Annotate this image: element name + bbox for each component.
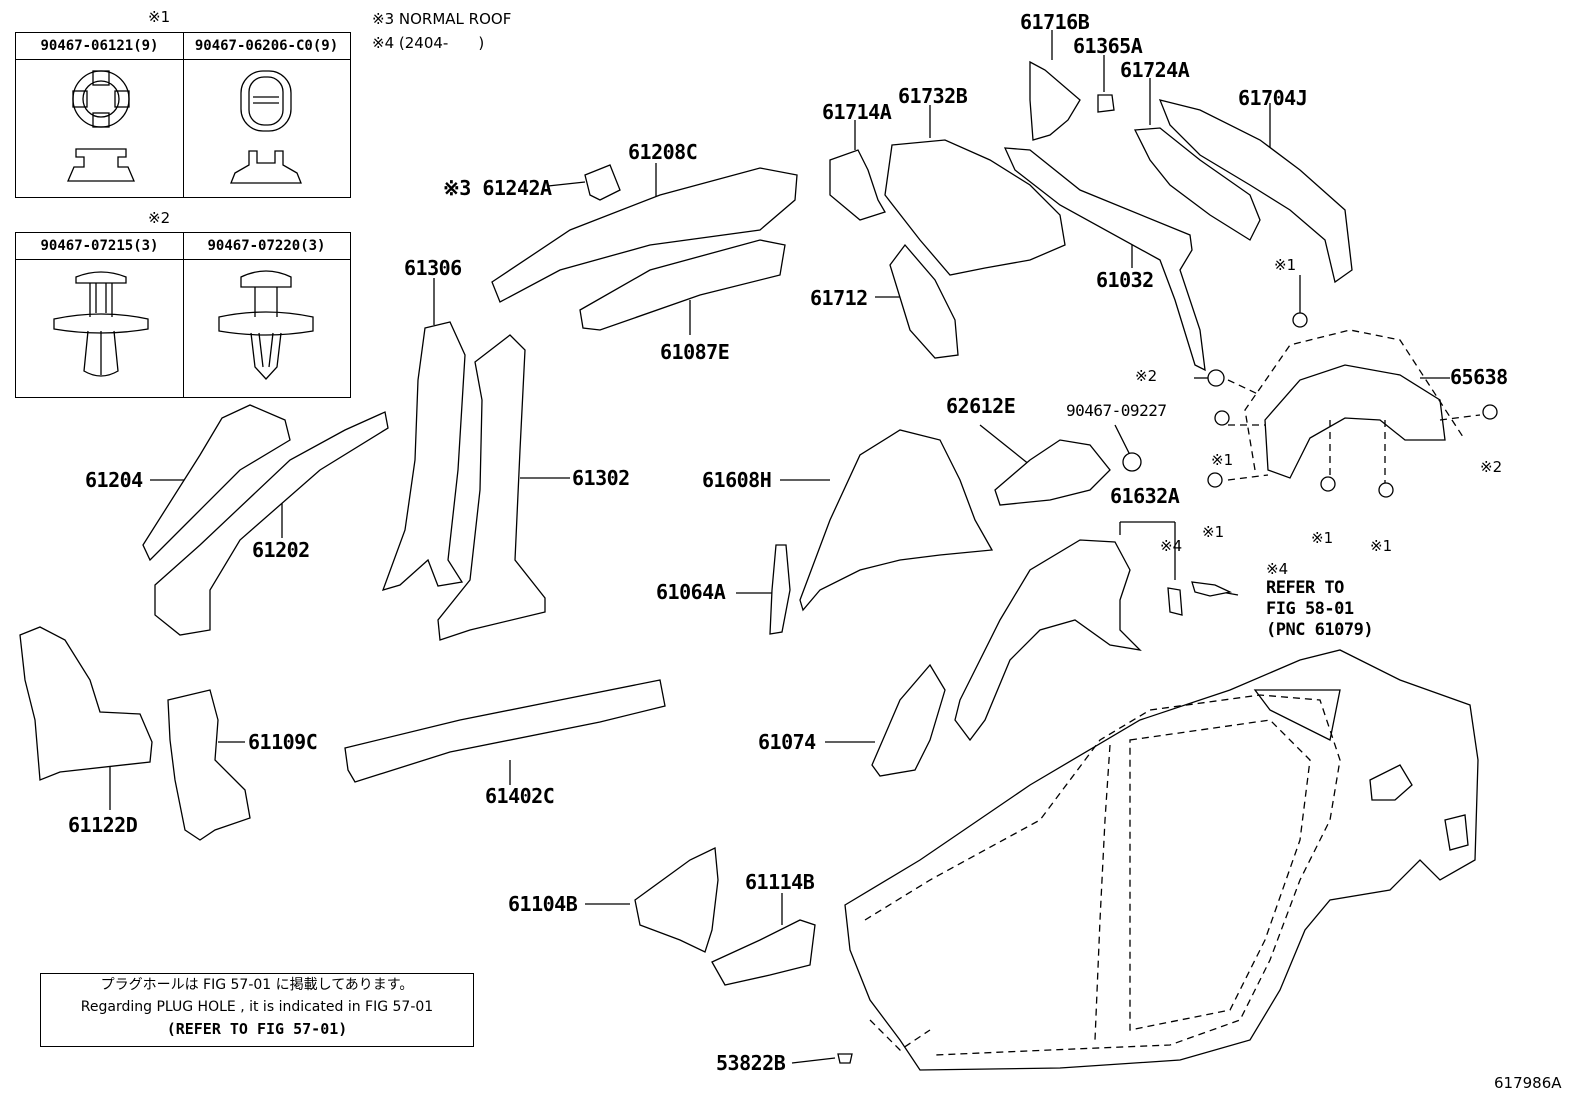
clip-icon[interactable] <box>1320 476 1336 492</box>
part-61724A[interactable] <box>1133 127 1261 241</box>
part-label[interactable]: 61714A <box>822 100 892 124</box>
clip-part-number[interactable]: 90467-07215(3) <box>40 238 159 254</box>
part-61608H[interactable] <box>799 429 994 612</box>
part-label[interactable]: 61202 <box>252 538 310 562</box>
clip-icon[interactable] <box>1292 312 1308 328</box>
part-label[interactable]: 61087E <box>660 340 730 364</box>
refer-note-line[interactable]: REFER TO <box>1266 578 1344 598</box>
clip-table-2: 90467-07215(3) 90467-07220(3) <box>15 232 351 398</box>
part-61064A[interactable] <box>769 544 791 635</box>
part-label[interactable]: 61109C <box>248 730 318 754</box>
clip-icon[interactable] <box>1214 410 1230 426</box>
part-label[interactable]: 61114B <box>745 870 815 894</box>
part-label[interactable]: 61704J <box>1238 86 1308 110</box>
part-61714A[interactable] <box>829 149 886 221</box>
part-label[interactable]: 61306 <box>404 256 462 280</box>
part-label[interactable]: 61204 <box>85 468 143 492</box>
refer-note-mark: ※4 <box>1266 560 1289 578</box>
clip-icon[interactable] <box>1482 404 1498 420</box>
part-label[interactable]: 61104B <box>508 892 578 916</box>
part-61704J[interactable] <box>1158 99 1353 284</box>
clip-icon[interactable] <box>1378 482 1394 498</box>
part-61365A[interactable] <box>1097 94 1115 113</box>
part-label[interactable]: 53822B <box>716 1051 786 1075</box>
clip-part-number[interactable]: 90467-07220(3) <box>207 238 326 254</box>
clip-mark: ※2 <box>1480 458 1503 476</box>
part-small-bracket[interactable] <box>1167 587 1183 616</box>
part-90467-09227[interactable] <box>1122 452 1142 472</box>
part-61122D[interactable] <box>19 626 153 781</box>
part-label[interactable]: 61402C <box>485 784 555 808</box>
clip-06121-drawing <box>67 70 135 182</box>
refer-note-line[interactable]: (PNC 61079) <box>1266 620 1374 640</box>
clip-group-mark-2: ※2 <box>148 209 171 227</box>
part-61208C[interactable] <box>491 167 798 303</box>
part-label[interactable]: 61732B <box>898 84 968 108</box>
part-61712[interactable] <box>889 243 959 359</box>
part-label[interactable]: 61032 <box>1096 268 1154 292</box>
clip-mark: ※1 <box>1274 256 1297 274</box>
part-61402C[interactable] <box>344 679 666 783</box>
part-61104B[interactable] <box>634 847 719 953</box>
clip-mark: ※1 <box>1311 529 1334 547</box>
refer-note-line[interactable]: FIG 58-01 <box>1266 599 1354 619</box>
leader-lines <box>109 30 1450 1064</box>
plug-hole-note-jp: プラグホールは FIG 57-01 に掲載してあります。 <box>100 977 414 993</box>
part-61114B[interactable] <box>711 919 816 986</box>
part-label[interactable]: 65638 <box>1450 365 1508 389</box>
part-label[interactable]: 90467-09227 <box>1066 401 1167 420</box>
clip-mark: ※2 <box>1135 367 1158 385</box>
part-61087E[interactable] <box>579 239 786 331</box>
part-label[interactable]: 61365A <box>1073 34 1143 58</box>
part-61079-ref[interactable] <box>1191 581 1233 597</box>
part-label[interactable]: 61712 <box>810 286 868 310</box>
part-label[interactable]: 61208C <box>628 140 698 164</box>
part-65638[interactable] <box>1264 364 1446 479</box>
part-61109C[interactable] <box>167 689 251 841</box>
clip-mark: ※1 <box>1370 537 1393 555</box>
part-label[interactable]: 61122D <box>68 813 138 837</box>
part-label[interactable]: 62612E <box>946 394 1016 418</box>
part-61242A[interactable] <box>584 164 621 201</box>
clip-mark: ※4 <box>1160 537 1183 555</box>
part-61074[interactable] <box>871 663 946 777</box>
part-label[interactable]: 61074 <box>758 730 816 754</box>
part-61202[interactable] <box>154 411 389 636</box>
plug-hole-note-box: プラグホールは FIG 57-01 に掲載してあります。 Regarding P… <box>40 973 474 1047</box>
part-61204[interactable] <box>142 404 291 562</box>
part-61302[interactable] <box>437 334 546 641</box>
clip-07215-drawing <box>53 271 149 377</box>
part-label[interactable]: 61608H <box>702 468 772 492</box>
part-label[interactable]: 61716B <box>1020 10 1090 34</box>
part-61306[interactable] <box>381 321 466 591</box>
clip-part-number[interactable]: 90467-06206-C0(9) <box>194 38 339 54</box>
part-61732B[interactable] <box>884 139 1066 276</box>
clip-table-1: 90467-06121(9) 90467-06206-C0(9) <box>15 32 351 198</box>
part-61032[interactable] <box>1003 147 1206 372</box>
part-label[interactable]: 61632A <box>1110 484 1180 508</box>
clip-part-number[interactable]: 90467-06121(9) <box>40 38 159 54</box>
part-61716B[interactable] <box>1029 60 1081 141</box>
note-normal-roof: ※3 NORMAL ROOF <box>372 10 512 28</box>
part-61632A[interactable] <box>954 539 1142 742</box>
clip-icon[interactable] <box>1207 472 1223 488</box>
figure-id: 617986A <box>1494 1074 1562 1092</box>
part-label[interactable]: ※3 61242A <box>443 176 552 200</box>
part-label[interactable]: 61064A <box>656 580 726 604</box>
part-62612E[interactable] <box>994 439 1111 506</box>
part-53822B[interactable] <box>837 1053 853 1064</box>
clip-06206-drawing <box>230 70 302 184</box>
clip-mark: ※1 <box>1211 451 1234 469</box>
body-side-outer-panel[interactable] <box>844 649 1479 1071</box>
clip-icon[interactable] <box>1207 369 1225 387</box>
clip-07220-drawing <box>218 270 314 380</box>
part-label[interactable]: 61724A <box>1120 58 1190 82</box>
note-date-range: ※4 (2404- ) <box>372 34 485 52</box>
clip-group-mark-1: ※1 <box>148 8 171 26</box>
part-label[interactable]: 61302 <box>572 466 630 490</box>
clip-mark: ※1 <box>1202 523 1225 541</box>
plug-hole-note-en: Regarding PLUG HOLE , it is indicated in… <box>80 999 434 1015</box>
plug-hole-refer-link[interactable]: (REFER TO FIG 57-01) <box>166 1020 348 1038</box>
